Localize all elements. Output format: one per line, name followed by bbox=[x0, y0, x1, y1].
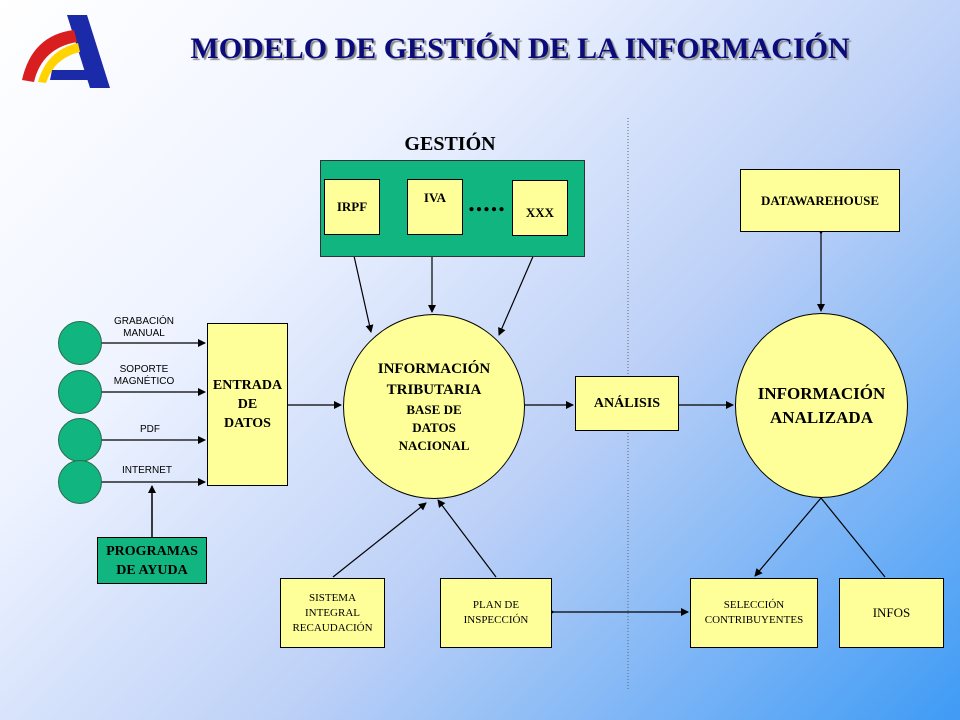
connector-sistema-info bbox=[332, 502, 427, 578]
page-title: MODELO DE GESTIÓN DE LA INFORMACIÓN bbox=[190, 32, 850, 65]
connector-plan-info bbox=[437, 499, 497, 578]
source-node-pdf bbox=[58, 418, 102, 462]
seleccion-contribuyentes-box: SELECCIÓN CONTRIBUYENTES bbox=[690, 578, 818, 648]
sistema-recaudacion-box: SISTEMA INTEGRAL RECAUDACIÓN bbox=[280, 578, 385, 648]
iva-box: IVA bbox=[407, 179, 463, 235]
agency-logo-icon bbox=[22, 15, 110, 88]
informacion-analizada-node: INFORMACIÓN ANALIZADA bbox=[735, 313, 908, 498]
source-node-internet bbox=[58, 460, 102, 504]
gestion-label: GESTIÓN bbox=[404, 133, 496, 155]
analisis-box: ANÁLISIS bbox=[575, 376, 679, 431]
irpf-box: IRPF bbox=[324, 179, 380, 235]
source-node-grabacion bbox=[58, 321, 102, 365]
source-label-pdf: PDF bbox=[140, 424, 160, 435]
connector-analizada-infos bbox=[820, 497, 886, 578]
infos-box: INFOS bbox=[839, 578, 944, 648]
source-node-soporte bbox=[58, 370, 102, 414]
connector-analizada-seleccion bbox=[754, 497, 822, 577]
informacion-tributaria-node: INFORMACIÓN TRIBUTARIA BASE DE DATOS NAC… bbox=[343, 314, 525, 499]
datawarehouse-box: DATAWAREHOUSE bbox=[740, 169, 900, 232]
ellipsis: ..... bbox=[468, 188, 506, 217]
entrada-datos-box: ENTRADA DE DATOS bbox=[207, 323, 288, 486]
plan-inspeccion-box: PLAN DE INSPECCIÓN bbox=[440, 578, 552, 648]
source-label-internet: INTERNET bbox=[122, 465, 172, 476]
xxx-box: XXX bbox=[512, 180, 568, 236]
programas-ayuda-box: PROGRAMAS DE AYUDA bbox=[97, 537, 207, 584]
